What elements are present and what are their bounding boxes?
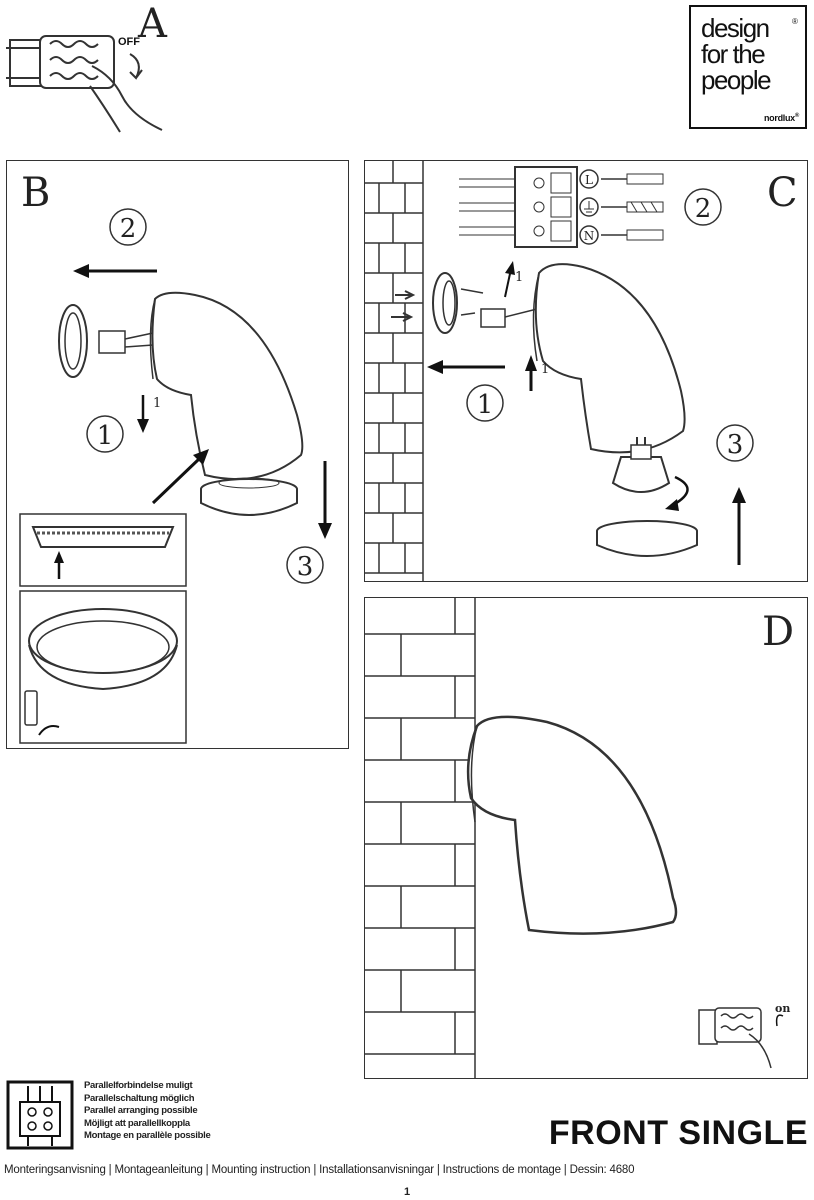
step-d-illustration: on — [365, 598, 790, 1078]
step-b-number-2: 2 — [120, 214, 137, 244]
brick-wall — [365, 598, 476, 1078]
parallel-legend: Parallelforbindelse muligt Parallelschal… — [84, 1080, 304, 1143]
legend-line: Möjligt att parallellkoppla — [84, 1117, 190, 1129]
step-c-sub-mark: 1 — [541, 362, 549, 377]
mounted-lamp — [466, 715, 678, 935]
design-for-the-people-logo: design ® for the people nordlux® — [689, 5, 807, 129]
step-b-sub-mark: 1 — [153, 396, 161, 411]
step-c-illustration: L N 2 1 1 — [365, 161, 754, 581]
step-c-number-3: 3 — [727, 430, 744, 460]
terminal-neutral-label: N — [584, 229, 595, 243]
switch-on-label: on — [775, 1002, 790, 1015]
switch-off-label: OFF — [118, 36, 140, 48]
product-name: FRONT SINGLE — [548, 1114, 808, 1152]
step-c-letter: C — [767, 170, 798, 216]
step-b-number-3: 3 — [297, 552, 314, 582]
step-b-illustration: 2 1 1 3 — [19, 208, 332, 744]
switch-off-illustration — [6, 35, 163, 133]
step-c-number-1: 1 — [477, 390, 494, 420]
terminal-live-label: L — [585, 173, 593, 187]
step-d-letter: D — [762, 609, 795, 655]
legend-line: Montage en parallèle possible — [84, 1130, 211, 1141]
legend-line: Parallelschaltung möglich — [84, 1092, 195, 1104]
footer-instruction-line: Monteringsanvisning | Montageanleitung |… — [4, 1164, 635, 1176]
step-d-panel: D on — [364, 597, 808, 1079]
nordlux-brand: nordlux® — [763, 113, 799, 123]
logo-line: people — [701, 65, 772, 95]
step-c-sub-mark: 1 — [515, 270, 523, 285]
step-a-letter: A — [138, 1, 167, 47]
brick-wall — [365, 161, 424, 581]
logo-registered-mark: ® — [792, 17, 798, 26]
parallel-wiring-icon — [6, 1080, 74, 1150]
step-b-number-1: 1 — [97, 421, 114, 451]
step-c-panel: C L — [364, 160, 808, 582]
page-number: 1 — [403, 1186, 411, 1198]
legend-line: Parallel arranging possible — [84, 1105, 198, 1116]
step-c-number-2: 2 — [695, 194, 712, 224]
logo-line: design — [701, 13, 770, 43]
earth-symbol-icon — [579, 197, 599, 217]
logo-line: for the — [701, 39, 766, 69]
step-b-panel: B 2 1 1 3 — [6, 160, 349, 749]
step-b-letter: B — [21, 170, 51, 216]
legend-line: Parallelforbindelse muligt — [84, 1080, 193, 1091]
